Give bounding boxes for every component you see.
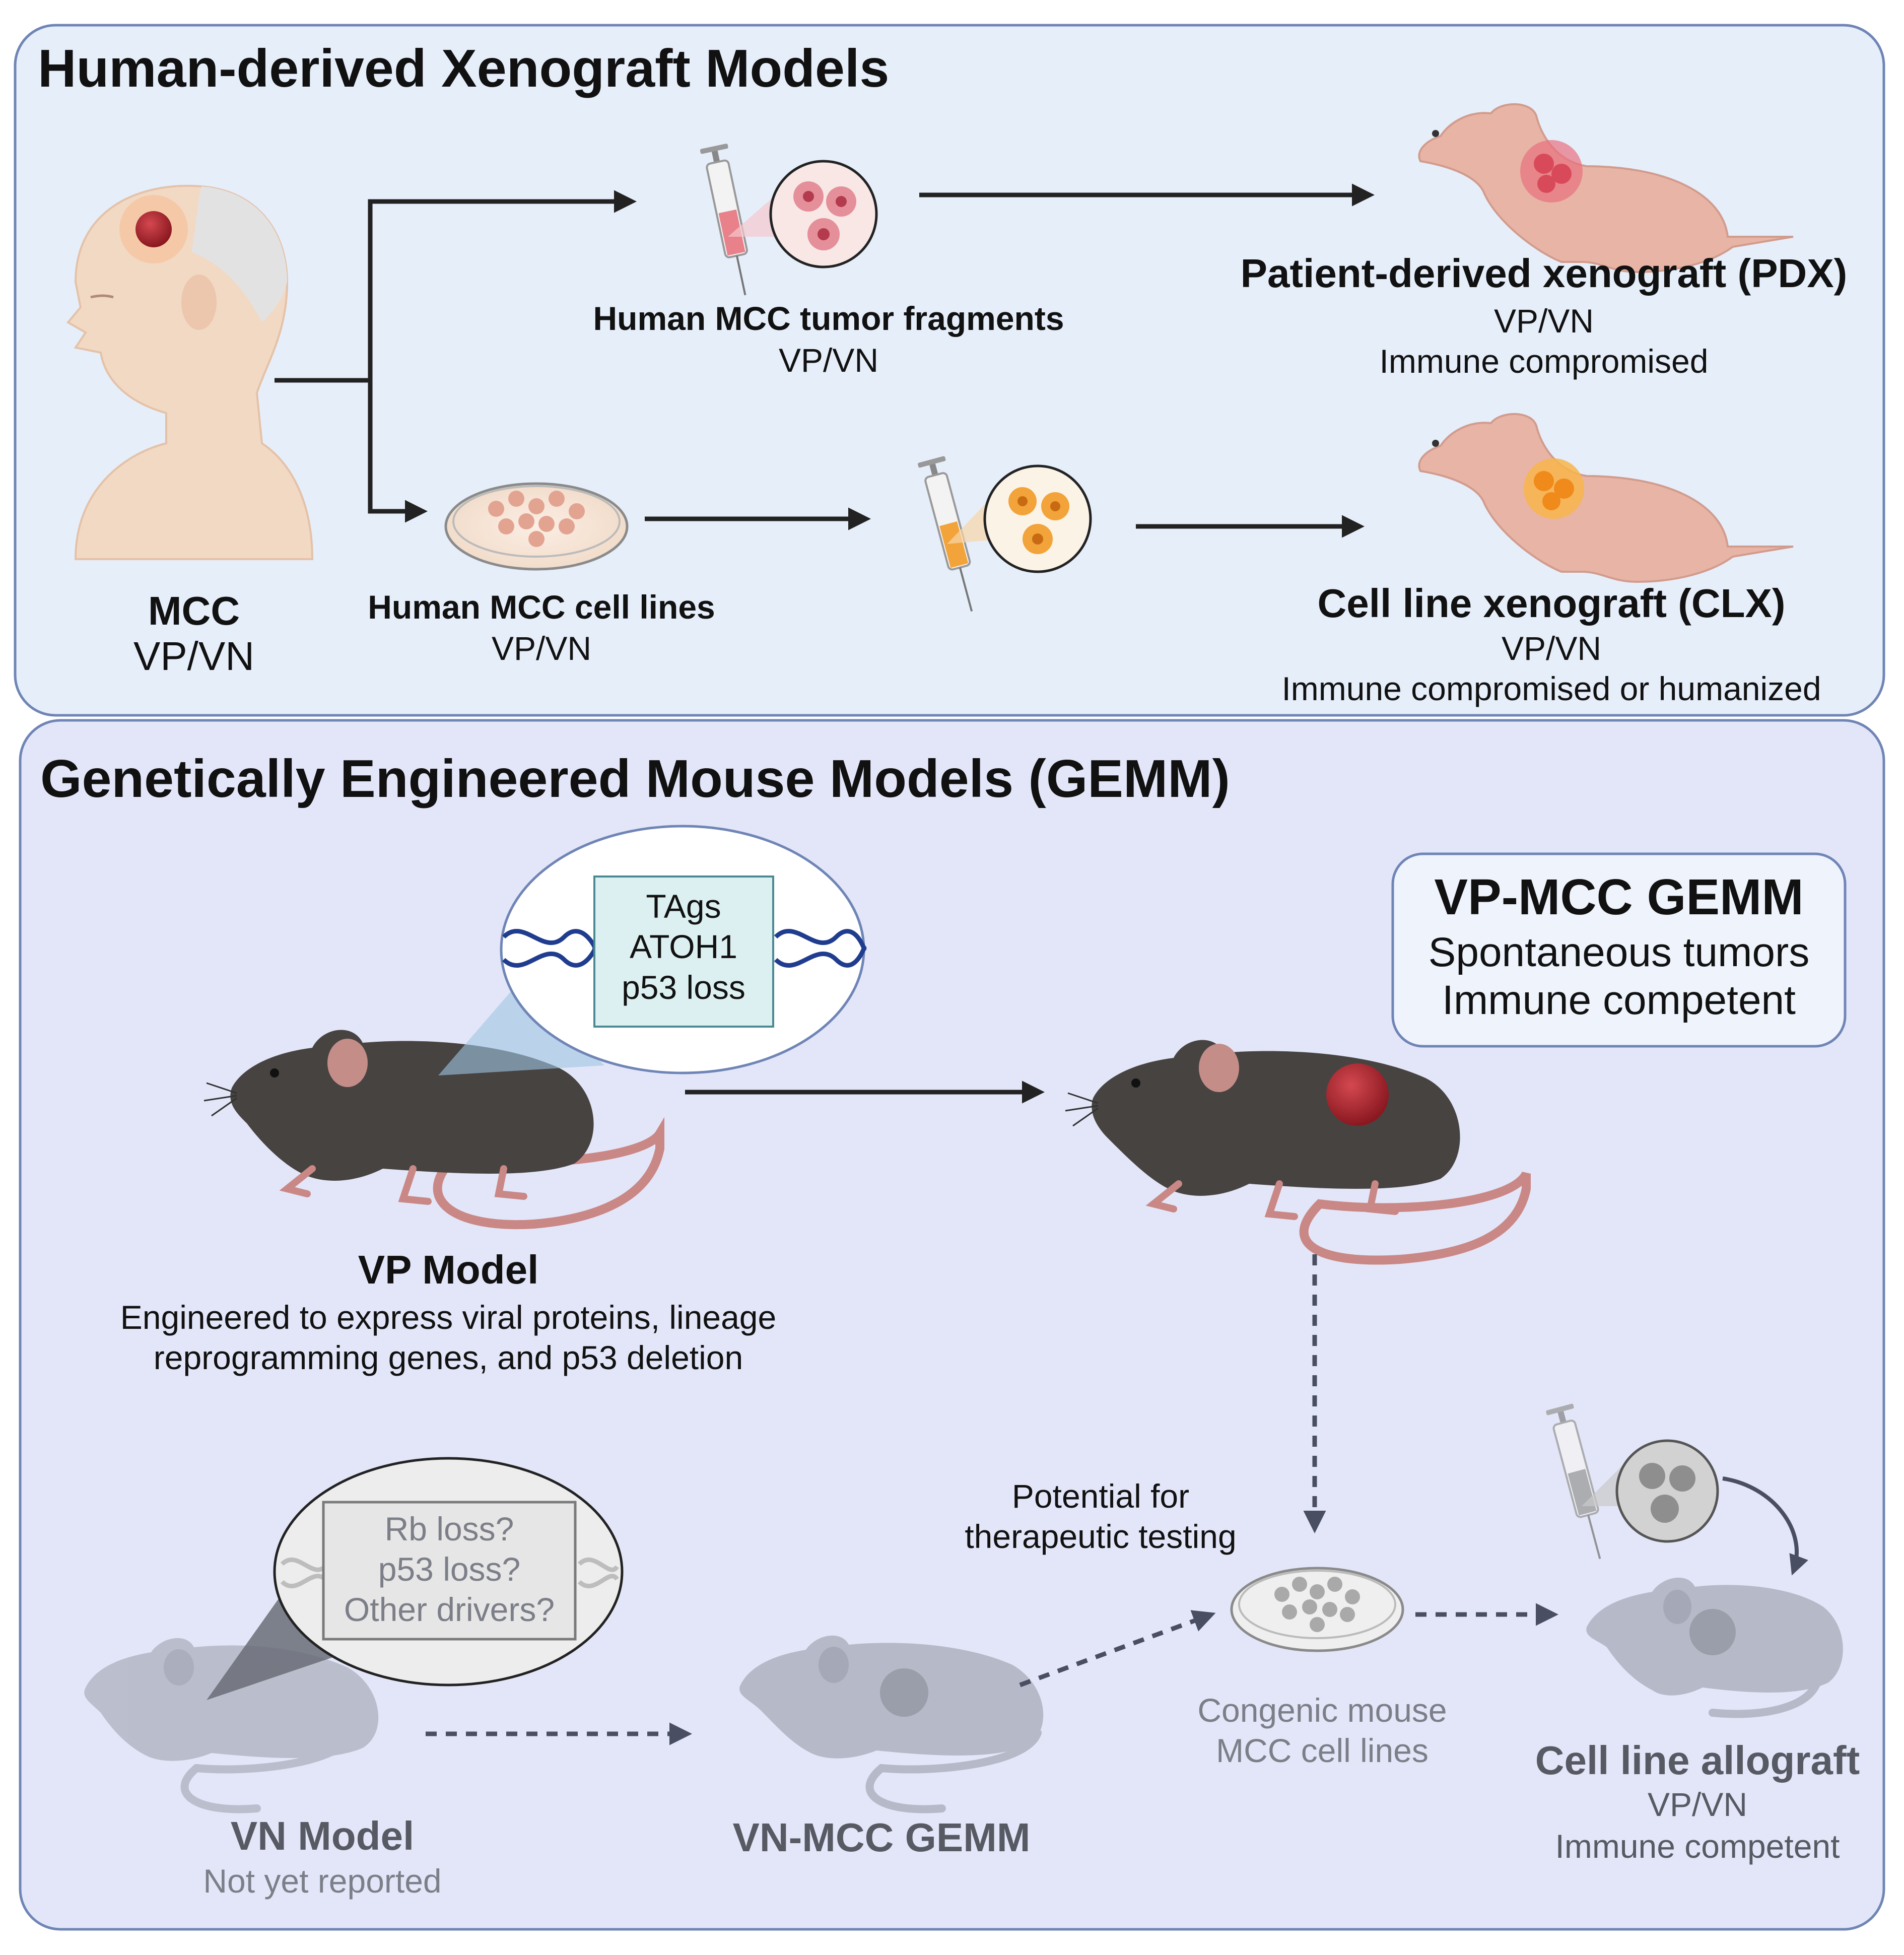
pdx-immune: Immune compromised [1380, 343, 1709, 380]
patient-sub: VP/VN [133, 634, 254, 679]
vn-model-name: VN Model [231, 1813, 414, 1858]
allograft-sub: VP/VN [1648, 1786, 1747, 1823]
vp-gene-box [593, 875, 774, 1028]
gemm-panel-title: Genetically Engineered Mouse Models (GEM… [40, 749, 1230, 808]
vp-model-name: VP Model [358, 1247, 539, 1292]
vn-model-sub: Not yet reported [203, 1862, 441, 1900]
vn-gene-3: Other drivers? [344, 1591, 555, 1628]
dna-helix-faded-right-icon [577, 1558, 619, 1588]
vn-gene-zoom-cone [207, 1587, 363, 1700]
vp-gene-2: ATOH1 [630, 928, 737, 965]
vn-gemm-mouse [739, 1635, 1044, 1813]
vp-model-desc-2: reprogramming genes, and p53 deletion [154, 1339, 743, 1376]
vp-gemm-name: VP-MCC GEMM [1434, 869, 1803, 925]
pdx-sub: VP/VN [1494, 302, 1594, 340]
dashed-arrow-vn-gemm-to-dish [1019, 1610, 1216, 1688]
xenograft-panel-title: Human-derived Xenograft Models [38, 39, 889, 98]
tumor-fragments-name: Human MCC tumor fragments [593, 300, 1064, 337]
congenic-dish-icon [1230, 1567, 1404, 1652]
vp-gene-1: TAgs [646, 888, 721, 925]
allograft-name: Cell line allograft [1535, 1738, 1860, 1783]
vp-gene-3: p53 loss [622, 969, 745, 1006]
syringe-orange-icon [918, 456, 973, 612]
vn-gene-2: p53 loss? [378, 1550, 521, 1588]
orange-cells-circle [983, 464, 1092, 573]
vn-gene-box [322, 1501, 577, 1641]
human-cell-lines-sub: VP/VN [492, 630, 591, 667]
vp-model-desc-1: Engineered to express viral proteins, li… [120, 1299, 776, 1336]
dna-helix-left-icon [502, 928, 598, 968]
vp-gemm-label-box [1391, 852, 1847, 1048]
branch-arrows [275, 190, 637, 523]
human-cell-lines-dish-icon [444, 482, 629, 571]
therapeutic-line-1: Potential for [1012, 1477, 1189, 1515]
allograft-immune: Immune competent [1555, 1828, 1840, 1865]
clx-nude-mouse [1418, 413, 1794, 583]
vp-gene-zoom-cone [438, 982, 604, 1075]
clx-name: Cell line xenograft (CLX) [1318, 581, 1786, 626]
faded-cells-circle [1615, 1439, 1719, 1543]
patient-head-illustration [66, 185, 314, 560]
allograft-mouse [1586, 1577, 1843, 1718]
vn-gemm-name: VN-MCC GEMM [732, 1815, 1030, 1860]
congenic-line-2: MCC cell lines [1216, 1732, 1429, 1769]
dna-helix-right-icon [774, 928, 867, 968]
tumor-fragments-circle [769, 160, 878, 268]
clx-immune: Immune compromised or humanized [1281, 670, 1821, 707]
dna-helix-faded-left-icon [280, 1557, 327, 1589]
vp-gemm-mouse [1065, 1040, 1531, 1265]
tumor-fragments-sub: VP/VN [779, 342, 878, 379]
patient-name: MCC [148, 588, 240, 633]
vn-mouse [84, 1638, 379, 1813]
congenic-line-1: Congenic mouse [1197, 1692, 1447, 1729]
clx-sub: VP/VN [1502, 630, 1601, 667]
vn-gemm-tumor [880, 1668, 928, 1717]
vn-gene-1: Rb loss? [385, 1510, 514, 1547]
pdx-name: Patient-derived xenograft (PDX) [1241, 251, 1848, 296]
allograft-tumor [1689, 1609, 1736, 1655]
therapeutic-line-2: therapeutic testing [965, 1518, 1236, 1555]
vp-gemm-tumor [1326, 1063, 1389, 1126]
human-cell-lines-name: Human MCC cell lines [368, 588, 715, 626]
vp-gemm-line-1: Spontaneous tumors [1429, 929, 1810, 975]
pdx-nude-mouse [1418, 103, 1794, 274]
vp-gemm-line-2: Immune competent [1442, 977, 1796, 1023]
curved-arrow-to-allograft [1722, 1476, 1808, 1576]
